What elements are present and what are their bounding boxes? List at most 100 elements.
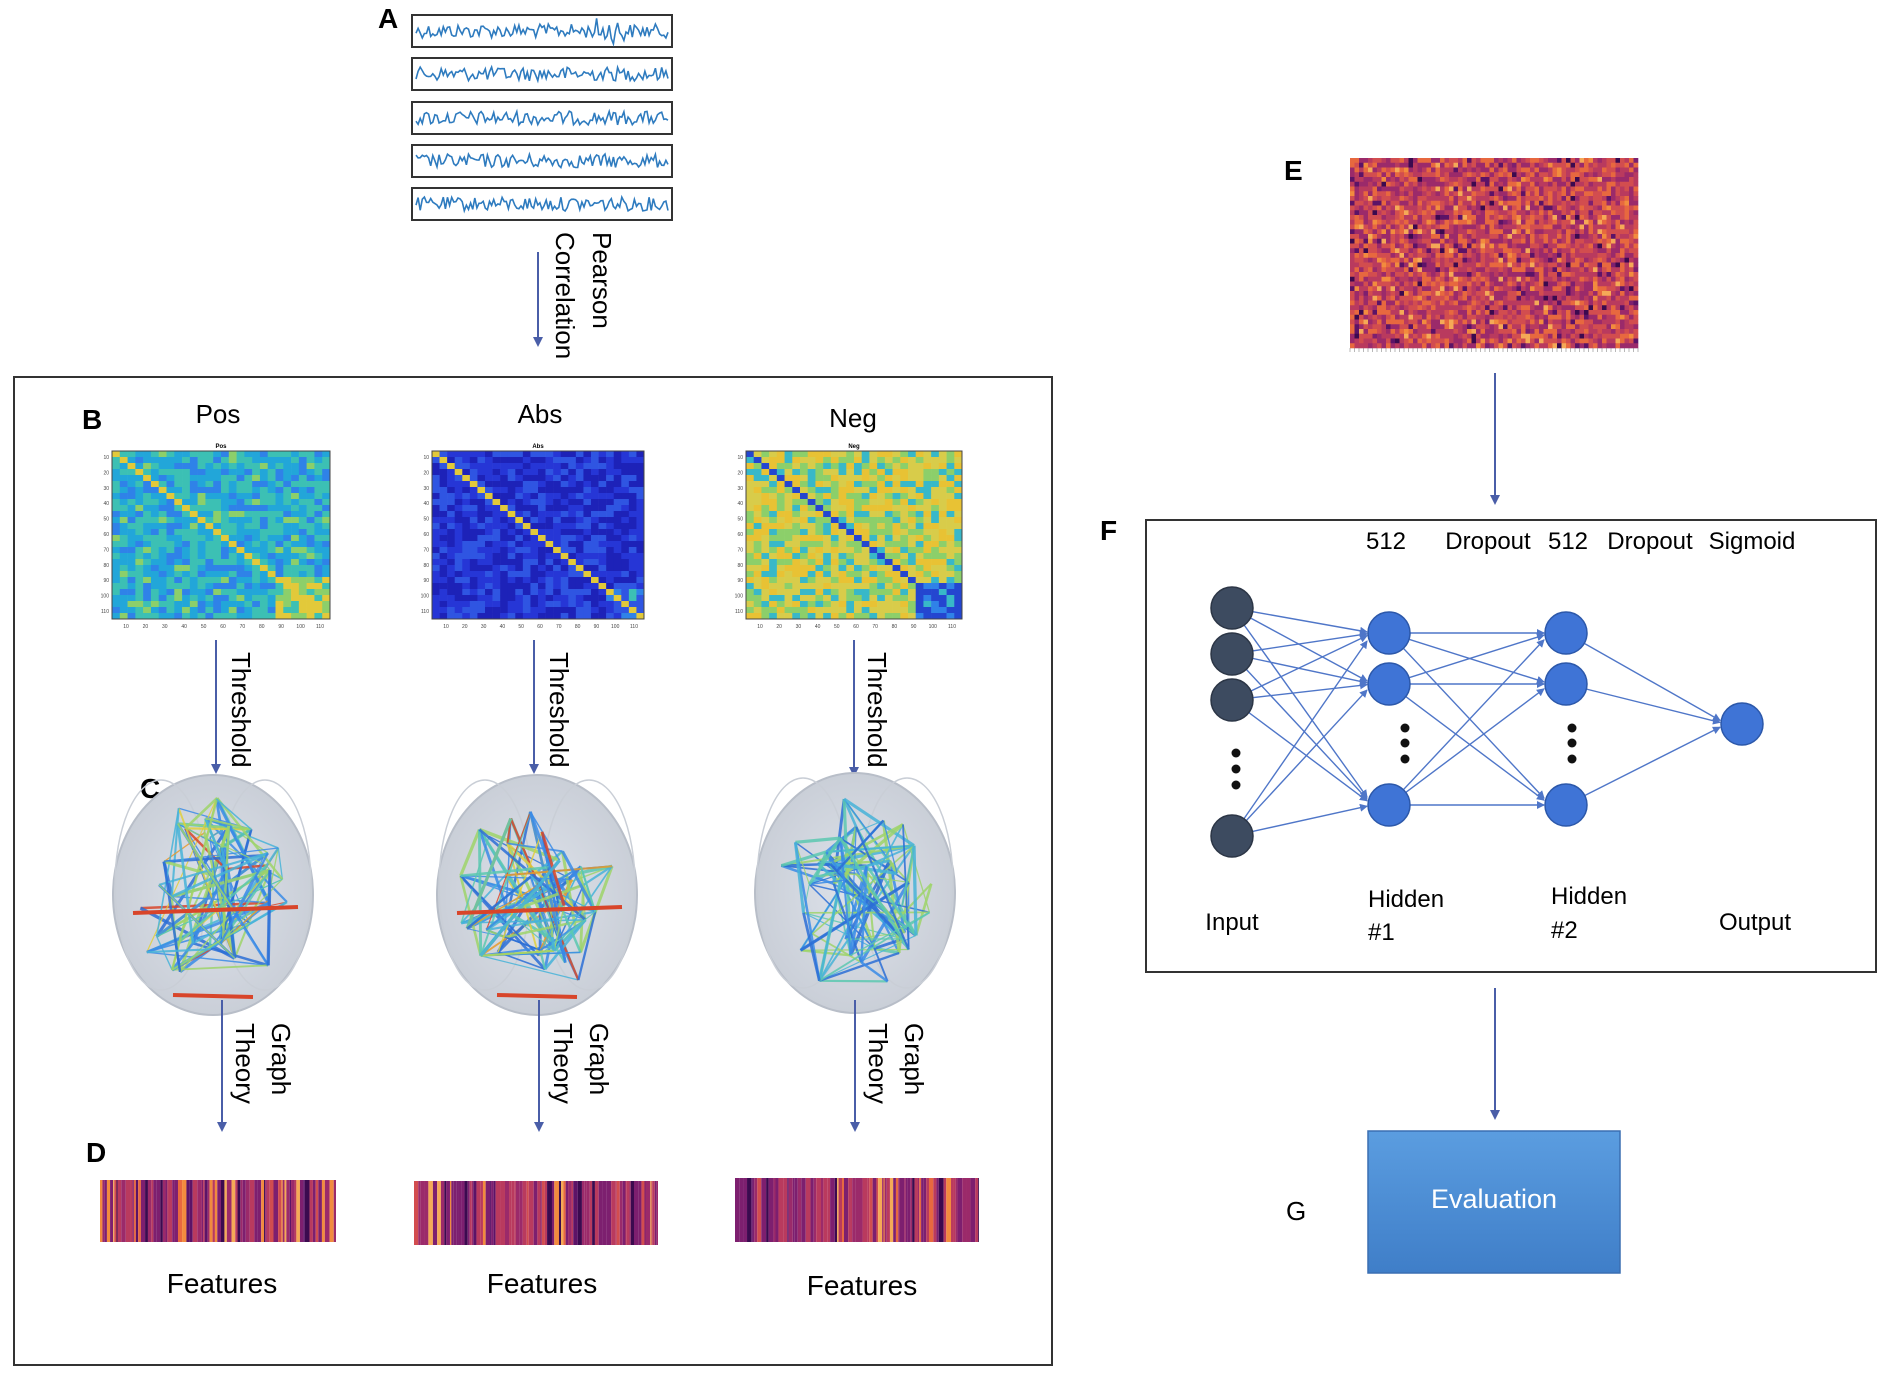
matrix-cell xyxy=(477,547,486,554)
heatmap-cell xyxy=(1404,172,1409,178)
matrix-cell xyxy=(462,607,471,614)
heatmap-cell xyxy=(1408,234,1414,240)
heatmap-cell xyxy=(1629,229,1634,235)
matrix-cell xyxy=(846,457,855,464)
heatmap-cell xyxy=(1552,276,1558,282)
matrix-cell xyxy=(583,607,592,614)
matrix-cell xyxy=(591,583,599,590)
matrix-cell xyxy=(553,505,562,512)
heatmap-cell xyxy=(1453,243,1459,249)
matrix-cell xyxy=(492,457,501,464)
matrix-cell xyxy=(259,553,269,560)
matrix-cell xyxy=(143,589,152,596)
matrix-cell xyxy=(236,559,245,566)
heatmap-cell xyxy=(1485,210,1490,216)
heatmap-cell xyxy=(1471,267,1477,273)
heatmap-cell xyxy=(1368,272,1373,278)
heatmap-cell xyxy=(1543,181,1549,187)
heatmap-cell xyxy=(1593,167,1598,173)
heatmap-cell xyxy=(1530,234,1535,240)
matrix-cell xyxy=(830,565,839,572)
matrix-cell xyxy=(838,559,847,566)
matrix-cell xyxy=(613,493,622,500)
heatmap-cell xyxy=(1440,238,1445,244)
matrix-cell xyxy=(776,571,785,578)
matrix-cell xyxy=(322,475,331,482)
heatmap-cell xyxy=(1588,172,1594,178)
matrix-cell xyxy=(954,565,963,572)
matrix-cell xyxy=(846,475,855,482)
matrix-cell xyxy=(462,517,471,524)
heatmap-cell xyxy=(1467,262,1472,268)
heatmap-cell xyxy=(1534,205,1540,211)
heatmap-cell xyxy=(1498,167,1504,173)
heatmap-cell xyxy=(1530,191,1535,197)
matrix-cell xyxy=(800,523,809,530)
matrix-cell xyxy=(591,577,599,584)
feature-stripe xyxy=(469,1181,472,1245)
matrix-cell xyxy=(522,469,531,476)
heatmap-cell xyxy=(1561,200,1567,206)
matrix-cell xyxy=(746,475,755,482)
matrix-cell xyxy=(575,511,584,518)
heatmap-cell xyxy=(1372,267,1378,273)
matrix-cell xyxy=(298,469,307,476)
matrix-cell xyxy=(846,577,855,584)
heatmap-cell xyxy=(1512,158,1517,164)
brain-edge xyxy=(866,859,890,868)
heatmap-cell xyxy=(1561,219,1567,225)
heatmap-cell xyxy=(1516,196,1522,202)
matrix-cell xyxy=(469,571,478,578)
heatmap-cell xyxy=(1440,248,1445,254)
matrix-cell xyxy=(432,523,440,530)
matrix-cell xyxy=(432,469,440,476)
heatmap-cell xyxy=(1417,272,1423,278)
heatmap-cell xyxy=(1417,238,1423,244)
heatmap-cell xyxy=(1408,286,1414,292)
heatmap-cell xyxy=(1449,162,1454,168)
heatmap-cell xyxy=(1435,196,1441,202)
matrix-cell xyxy=(560,511,569,518)
feature-stripe xyxy=(162,1180,166,1242)
matrix-cell xyxy=(462,505,471,512)
heatmap-cell xyxy=(1521,243,1526,249)
matrix-cell xyxy=(545,481,554,488)
heatmap-cell xyxy=(1530,267,1535,273)
matrix-cell xyxy=(769,517,778,524)
heatmap-cell xyxy=(1521,238,1526,244)
matrix-cell xyxy=(127,607,136,614)
matrix-cell xyxy=(112,451,121,458)
matrix-cell xyxy=(746,577,755,584)
heatmap-cell xyxy=(1521,291,1526,297)
matrix-cell xyxy=(892,541,901,548)
matrix-cell xyxy=(205,475,214,482)
matrix-cell xyxy=(252,487,261,494)
heatmap-cell xyxy=(1377,243,1382,249)
matrix-tick-y: 70 xyxy=(103,547,109,553)
heatmap-cell xyxy=(1395,257,1400,263)
matrix-cell xyxy=(228,505,237,512)
matrix-cell xyxy=(432,457,440,464)
matrix-cell xyxy=(560,577,569,584)
heatmap-cell xyxy=(1395,248,1400,254)
matrix-cell xyxy=(884,547,893,554)
heatmap-cell xyxy=(1561,262,1567,268)
matrix-cell xyxy=(322,559,331,566)
heatmap-cell xyxy=(1629,177,1634,183)
heatmap-cell xyxy=(1417,243,1423,249)
heatmap-cell xyxy=(1408,158,1414,164)
matrix-cell xyxy=(575,469,584,476)
matrix-cell xyxy=(946,595,955,602)
matrix-cell xyxy=(205,559,214,566)
matrix-cell xyxy=(846,481,855,488)
matrix-cell xyxy=(439,607,448,614)
matrix-cell xyxy=(621,517,630,524)
matrix-cell xyxy=(291,553,300,560)
heatmap-cell xyxy=(1431,158,1436,164)
matrix-cell xyxy=(275,469,284,476)
heatmap-cell xyxy=(1525,191,1531,197)
heatmap-cell xyxy=(1372,205,1378,211)
matrix-cell xyxy=(830,541,839,548)
matrix-cell xyxy=(846,523,855,530)
matrix-cell xyxy=(892,463,901,470)
